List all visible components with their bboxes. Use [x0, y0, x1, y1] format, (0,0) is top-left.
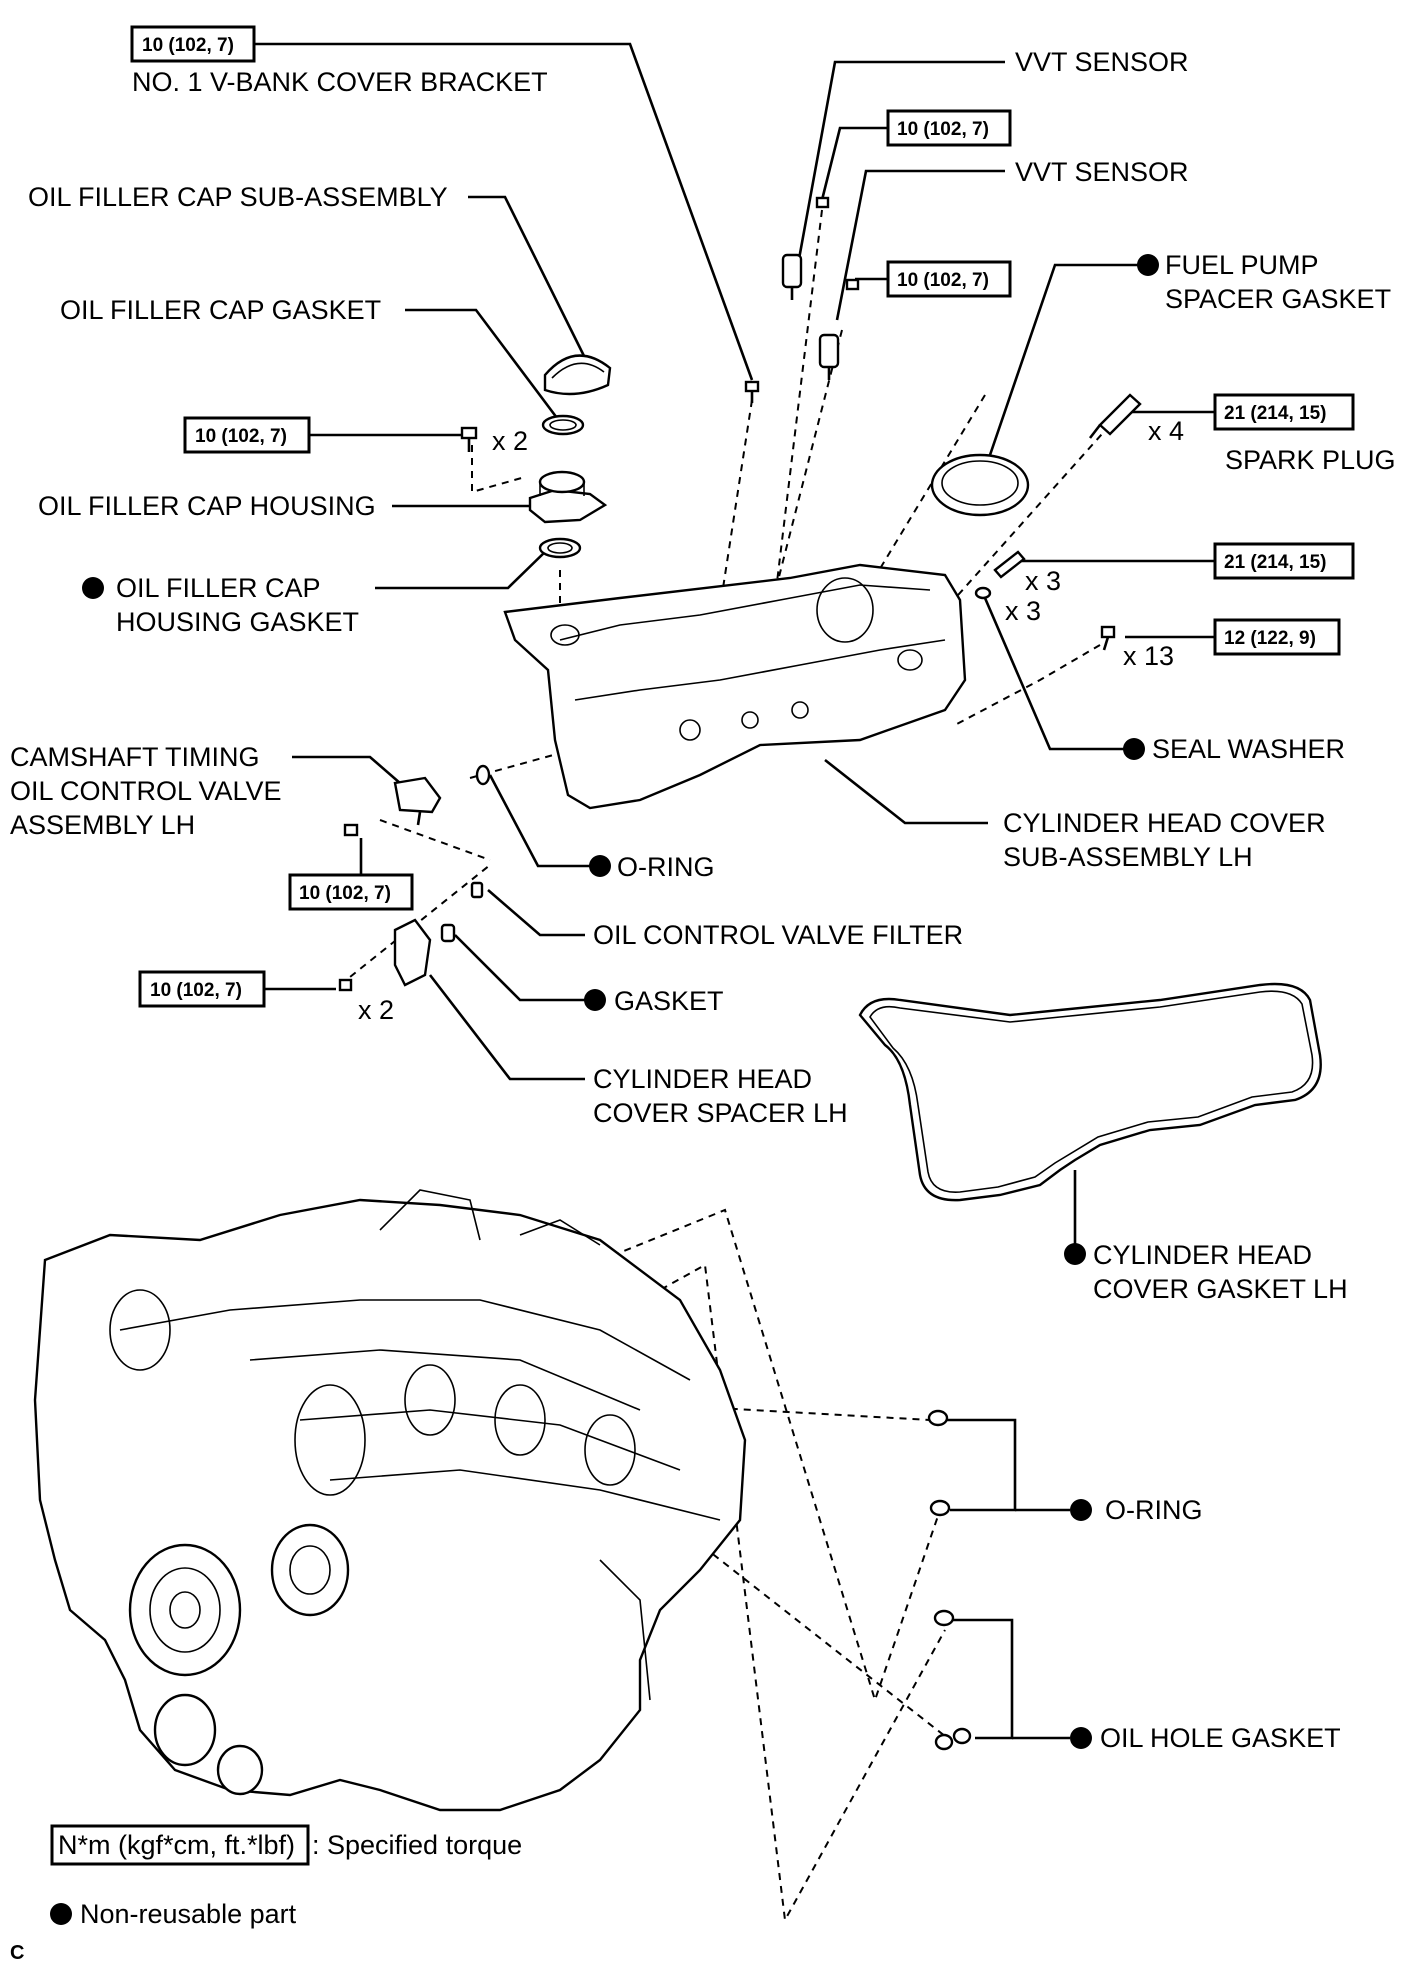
qty-stud: x 3	[1025, 566, 1061, 596]
torque-value: 12 (122, 9)	[1224, 628, 1316, 649]
non-reusable-dot	[82, 577, 104, 599]
qty-seal-washer: x 3	[1005, 596, 1041, 626]
qty-spark-plug: x 4	[1148, 416, 1184, 446]
label-o-ring-upper: O-RING	[617, 852, 715, 882]
label-oil-filler-cap-gasket: OIL FILLER CAP GASKET	[60, 295, 381, 325]
fuel-pump-spacer-gasket	[930, 453, 1030, 517]
legend-non-reusable: Non-reusable part	[80, 1899, 297, 1929]
qty-spacer-bolts: x 2	[358, 995, 394, 1025]
cylinder-head-cover-gasket	[858, 982, 1322, 1202]
label-spark-plug: SPARK PLUG	[1225, 445, 1396, 475]
v-bank-bracket-bolt	[744, 380, 760, 403]
legend-torque-unit: N*m (kgf*cm, ft.*lbf)	[58, 1830, 295, 1860]
label-head-cover-2: SUB-ASSEMBLY LH	[1003, 842, 1253, 872]
torque-value: 10 (102, 7)	[897, 270, 989, 291]
oil-filler-housing-gasket	[538, 537, 582, 559]
label-oil-filler-housing: OIL FILLER CAP HOUSING	[38, 491, 376, 521]
label-head-gasket-2: COVER GASKET LH	[1093, 1274, 1348, 1304]
label-housing-gasket-2: HOUSING GASKET	[116, 607, 359, 637]
ocv-filter-part	[470, 881, 484, 899]
cylinder-head-cover	[503, 563, 967, 810]
qty-cover-bolts: x 13	[1123, 641, 1174, 671]
torque-value: 10 (102, 7)	[195, 426, 287, 447]
torque-box-vvt-1: 10 (102, 7)	[886, 109, 1012, 147]
stud	[993, 550, 1026, 579]
corner-mark: C	[10, 1942, 24, 1963]
label-spacer-2: COVER SPACER LH	[593, 1098, 848, 1128]
torque-value: 10 (102, 7)	[299, 883, 391, 904]
oil-hole-gaskets	[933, 1609, 972, 1751]
label-head-gasket-1: CYLINDER HEAD	[1093, 1240, 1312, 1270]
label-oil-filler-cap: OIL FILLER CAP SUB-ASSEMBLY	[28, 182, 448, 212]
torque-box-vvt-2: 10 (102, 7)	[886, 260, 1012, 298]
label-v-bank-bracket: NO. 1 V-BANK COVER BRACKET	[132, 67, 548, 97]
cover-bolt	[1100, 625, 1116, 651]
non-reusable-dot	[589, 855, 611, 877]
qty-filler-bolts: x 2	[492, 426, 528, 456]
non-reusable-dot	[1070, 1727, 1092, 1749]
torque-box-filler-housing: 10 (102, 7)	[183, 416, 311, 454]
seal-washer-part	[974, 586, 992, 600]
torque-box-stud: 21 (214, 15)	[1213, 542, 1355, 580]
label-ocv-3: ASSEMBLY LH	[10, 810, 195, 840]
label-ocv-2: OIL CONTROL VALVE	[10, 776, 282, 806]
gasket-part	[440, 923, 456, 943]
torque-value: 10 (102, 7)	[897, 119, 989, 140]
legend-non-reusable-dot	[50, 1903, 72, 1925]
label-ocv-filter: OIL CONTROL VALVE FILTER	[593, 920, 963, 950]
label-head-cover-1: CYLINDER HEAD COVER	[1003, 808, 1326, 838]
torque-box-spark-plug: 21 (214, 15)	[1213, 393, 1355, 431]
label-gasket: GASKET	[614, 986, 724, 1016]
vvt-sensor-2	[818, 278, 860, 380]
torque-value: 21 (214, 15)	[1224, 552, 1326, 573]
spark-plug	[1088, 393, 1142, 439]
leader-lines	[254, 42, 1215, 1740]
non-reusable-dot	[1137, 254, 1159, 276]
torque-value: 10 (102, 7)	[142, 35, 234, 56]
torque-value: 21 (214, 15)	[1224, 403, 1326, 424]
label-fuel-pump-2: SPACER GASKET	[1165, 284, 1391, 314]
torque-box-cover-bolts: 12 (122, 9)	[1213, 618, 1341, 656]
torque-box-spacer: 10 (102, 7)	[138, 970, 266, 1008]
oil-filler-cap-gasket	[541, 414, 585, 436]
upper-o-ring	[475, 764, 491, 786]
oil-filler-cap-housing	[528, 470, 608, 524]
torque-box-v-bank-bracket: 10 (102, 7)	[130, 25, 256, 63]
filler-housing-bolt	[460, 426, 478, 452]
legend: N*m (kgf*cm, ft.*lbf) : Specified torque…	[50, 1824, 522, 1929]
label-ocv-1: CAMSHAFT TIMING	[10, 742, 260, 772]
label-fuel-pump-1: FUEL PUMP	[1165, 250, 1319, 280]
label-housing-gasket-1: OIL FILLER CAP	[116, 573, 321, 603]
torque-box-ocv: 10 (102, 7)	[288, 873, 414, 911]
non-reusable-dot	[1064, 1243, 1086, 1265]
cylinder-head-cover-spacer	[338, 918, 432, 992]
non-reusable-dot	[584, 989, 606, 1011]
label-spacer-1: CYLINDER HEAD	[593, 1064, 812, 1094]
label-oil-hole-gasket: OIL HOLE GASKET	[1100, 1723, 1341, 1753]
label-seal-washer: SEAL WASHER	[1152, 734, 1345, 764]
label-vvt-sensor-2: VVT SENSOR	[1015, 157, 1189, 187]
engine-block	[33, 1189, 747, 1812]
ocv-bolt	[343, 823, 359, 837]
label-o-ring-lower: O-RING	[1105, 1495, 1203, 1525]
vvt-sensor-1	[781, 196, 830, 300]
non-reusable-markers	[82, 254, 1159, 1749]
non-reusable-dot	[1123, 738, 1145, 760]
label-vvt-sensor-1: VVT SENSOR	[1015, 47, 1189, 77]
oil-filler-cap	[543, 354, 612, 396]
torque-value: 10 (102, 7)	[150, 980, 242, 1001]
ocv-valve	[393, 776, 442, 826]
lower-o-rings	[927, 1409, 951, 1517]
non-reusable-dot	[1070, 1499, 1092, 1521]
legend-torque-desc: : Specified torque	[312, 1830, 522, 1860]
